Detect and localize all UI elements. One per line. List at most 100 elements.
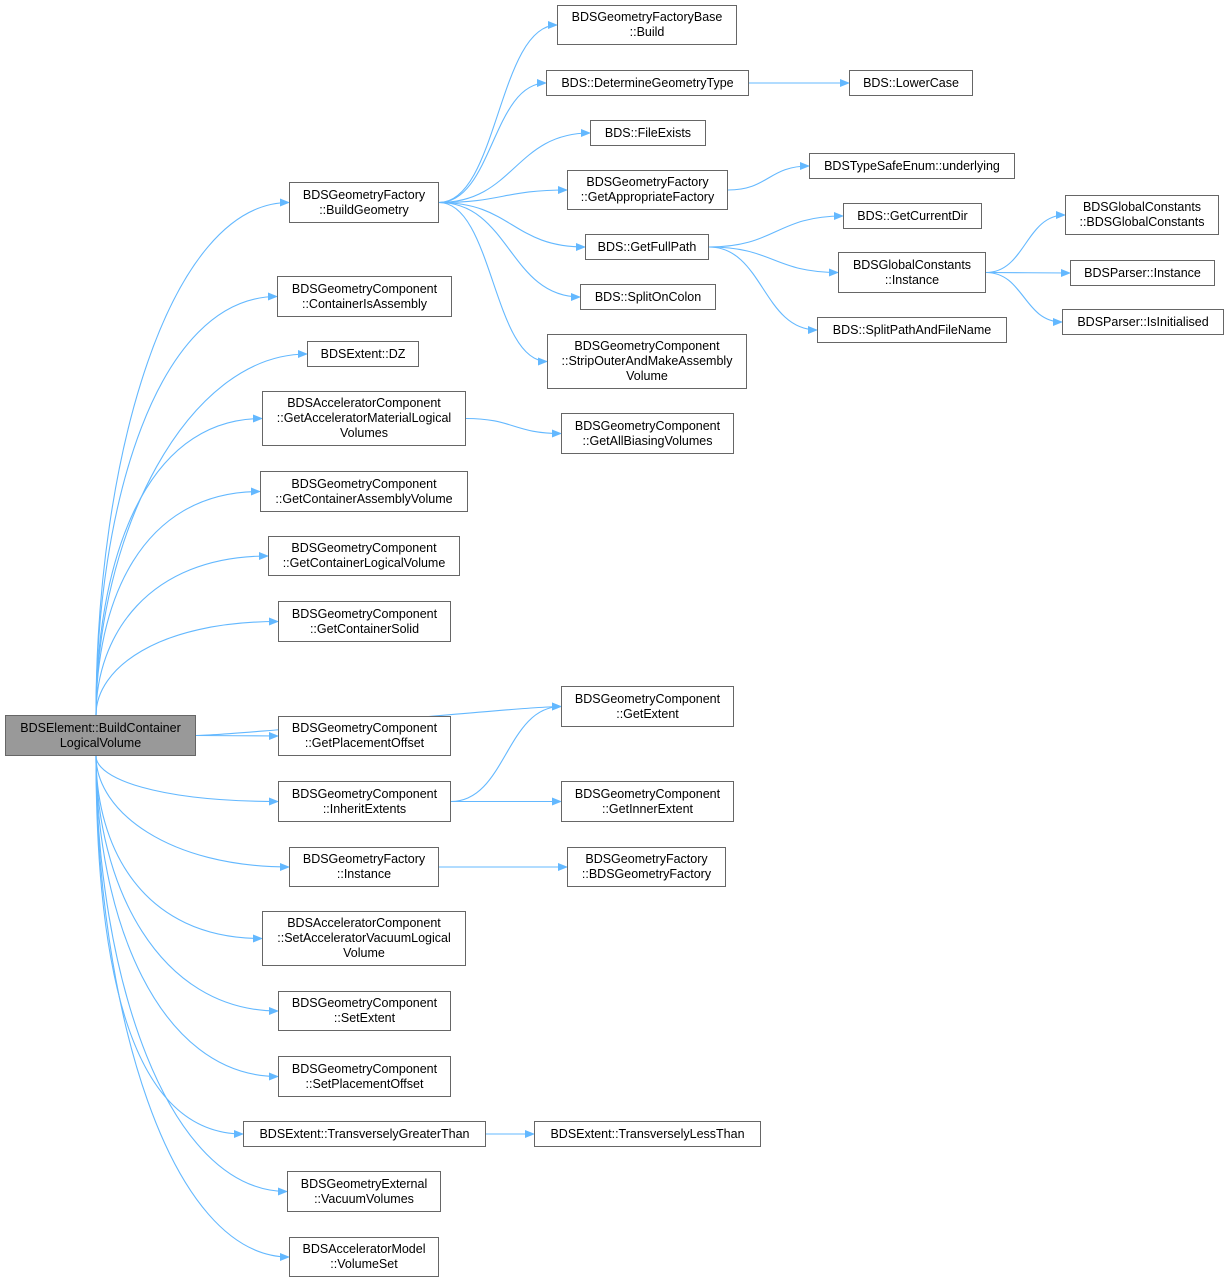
node-label-line: BDSExtent::DZ (320, 346, 406, 361)
node-label-line: BDSGeometryComponent (291, 721, 438, 735)
node-geometrycomponent-setplacementoffset[interactable]: BDSGeometryComponent ::SetPlacementOffse… (278, 1056, 451, 1097)
node-extent-dz[interactable]: BDSExtent::DZ (307, 341, 419, 367)
call-edge (985, 211, 1066, 274)
node-acceleratorcomponent-setacceleratorvacuumlogicalvolume[interactable]: BDSAcceleratorComponent ::SetAccelerator… (262, 911, 466, 966)
call-edge (708, 212, 844, 248)
call-edge (95, 292, 278, 716)
node-label-line: ::SetExtent (333, 1011, 396, 1025)
node-label-line: BDSExtent::TransverselyGreaterThan (259, 1126, 470, 1141)
node-label-line: BDSGeometryFactory (302, 187, 426, 202)
node-label-line: BDSGeometryComponent (291, 476, 437, 491)
call-edge (438, 201, 581, 301)
call-edge (95, 552, 269, 716)
node-label-line: BDSGeometryComponent (574, 418, 721, 433)
node-label-line: Volumes (340, 426, 388, 440)
call-edge (465, 417, 562, 438)
call-edge (438, 79, 547, 204)
node-label-line: ::BDSGeometryFactory (581, 867, 712, 881)
node-geometrycomponent-getplacementoffset[interactable]: BDSGeometryComponent ::GetPlacementOffse… (278, 716, 451, 756)
node-label-line: ::GetContainerAssemblyVolume (275, 491, 453, 506)
node-label-line: BDSGeometryComponent (291, 1061, 438, 1076)
call-edge (450, 702, 562, 803)
node-getfullpath[interactable]: BDS::GetFullPath (585, 234, 709, 260)
node-globalconstants-instance[interactable]: BDSGlobalConstants ::Instance (838, 252, 986, 293)
node-fileexists[interactable]: BDS::FileExists (590, 120, 706, 146)
node-label-line: ::VacuumVolumes (314, 1191, 414, 1206)
node-extent-transverselylessthan[interactable]: BDSExtent::TransverselyLessThan (534, 1121, 761, 1147)
call-edge (438, 186, 568, 204)
node-label-line: ::VolumeSet (330, 1257, 398, 1271)
call-edge (708, 246, 818, 334)
node-root-buildcontainerlogicalvolume: BDSElement::BuildContainer LogicalVolume (5, 715, 196, 756)
node-geometrycomponent-stripouterandmakeassemblyvolume[interactable]: BDSGeometryComponent ::StripOuterAndMake… (547, 334, 747, 389)
node-geometrycomponent-setextent[interactable]: BDSGeometryComponent ::SetExtent (278, 991, 451, 1031)
node-label-line: ::Instance (336, 867, 392, 881)
call-edge (95, 414, 263, 716)
node-geometrycomponent-getextent[interactable]: BDSGeometryComponent ::GetExtent (561, 686, 734, 727)
node-label-line: Volume (626, 369, 668, 383)
node-label-line: BDS::LowerCase (863, 75, 959, 90)
node-geometrycomponent-getcontainerlogicalvolume[interactable]: BDSGeometryComponent ::GetContainerLogic… (268, 536, 460, 576)
node-label-line: BDSExtent::TransverselyLessThan (550, 1126, 745, 1141)
node-label-line: BDSAcceleratorComponent (287, 396, 441, 410)
node-extent-transverselygreaterthan[interactable]: BDSExtent::TransverselyGreaterThan (243, 1121, 486, 1147)
node-geometrycomponent-inheritextents[interactable]: BDSGeometryComponent ::InheritExtents (278, 781, 451, 822)
node-splitpathandfilename[interactable]: BDS::SplitPathAndFileName (817, 317, 1007, 343)
call-edge (95, 755, 244, 1138)
node-label-line: BDSElement::BuildContainer (20, 720, 181, 735)
node-label-line: BDS::DetermineGeometryType (561, 75, 734, 90)
node-determinegeometrytype[interactable]: BDS::DetermineGeometryType (546, 70, 749, 96)
node-geometrycomponent-getcontainerassemblyvolume[interactable]: BDSGeometryComponent ::GetContainerAssem… (260, 471, 468, 512)
call-edge (95, 198, 290, 716)
node-label-line: ::GetAcceleratorMaterialLogical (276, 411, 452, 425)
node-parser-isinitialised[interactable]: BDSParser::IsInitialised (1062, 309, 1224, 335)
node-label-line: ::GetExtent (616, 706, 679, 721)
node-label-line: LogicalVolume (59, 735, 142, 750)
node-label-line: BDSGeometryExternal (300, 1176, 428, 1191)
call-edge (727, 162, 810, 191)
node-geometryexternal-vacuumvolumes[interactable]: BDSGeometryExternal ::VacuumVolumes (287, 1171, 441, 1212)
node-label-line: BDSGlobalConstants (852, 257, 972, 272)
node-geometryfactory-constructor[interactable]: BDSGeometryFactory ::BDSGeometryFactory (567, 847, 726, 887)
node-label-line: ::Build (629, 25, 665, 39)
node-geometrycomponent-containerisassembly[interactable]: BDSGeometryComponent ::ContainerIsAssemb… (277, 276, 452, 317)
node-label-line: BDS::GetCurrentDir (857, 208, 968, 223)
node-acceleratormodel-volumeset[interactable]: BDSAcceleratorModel ::VolumeSet (289, 1237, 439, 1277)
node-label-line: BDS::SplitOnColon (594, 289, 702, 304)
node-geometryfactory-getappropriatefactory[interactable]: BDSGeometryFactory ::GetAppropriateFacto… (567, 170, 728, 210)
node-label-line: BDSGeometryComponent (574, 339, 720, 353)
call-edge (708, 246, 839, 277)
node-geometrycomponent-getinnerextent[interactable]: BDSGeometryComponent ::GetInnerExtent (561, 781, 734, 822)
call-edge (95, 350, 308, 716)
node-acceleratorcomponent-getacceleratormateriallogicalvolumes[interactable]: BDSAcceleratorComponent ::GetAccelerator… (262, 391, 466, 446)
node-getcurrentdir[interactable]: BDS::GetCurrentDir (843, 203, 982, 229)
node-label-line: ::ContainerIsAssembly (301, 296, 428, 311)
node-label-line: BDSGeometryFactoryBase (571, 10, 723, 24)
node-geometrycomponent-getcontainersolid[interactable]: BDSGeometryComponent ::GetContainerSolid (278, 601, 451, 642)
node-lowercase[interactable]: BDS::LowerCase (849, 70, 973, 96)
node-label-line: BDSAcceleratorModel (302, 1242, 426, 1256)
node-geometryfactory-instance[interactable]: BDSGeometryFactory ::Instance (289, 847, 439, 887)
node-label-line: BDSAcceleratorComponent (287, 916, 441, 930)
node-label-line: ::GetContainerLogicalVolume (282, 556, 446, 570)
node-typesafeenum-underlying[interactable]: BDSTypeSafeEnum::underlying (809, 153, 1015, 179)
node-globalconstants-constructor[interactable]: BDSGlobalConstants ::BDSGlobalConstants (1065, 195, 1219, 235)
node-parser-instance[interactable]: BDSParser::Instance (1070, 260, 1215, 286)
node-label-line: ::GetContainerSolid (309, 621, 420, 636)
node-geometryfactory-buildgeometry[interactable]: BDSGeometryFactory ::BuildGeometry (289, 182, 439, 223)
node-label-line: BDSParser::IsInitialised (1077, 314, 1209, 329)
node-geometrycomponent-getallbiasingvolumes[interactable]: BDSGeometryComponent ::GetAllBiasingVolu… (561, 413, 734, 454)
call-edge (95, 617, 279, 716)
call-edge (95, 755, 279, 806)
node-label-line: ::GetAppropriateFactory (580, 190, 715, 204)
node-geometryfactorybase-build[interactable]: BDSGeometryFactoryBase ::Build (557, 5, 737, 45)
node-splitoncolon[interactable]: BDS::SplitOnColon (580, 284, 716, 310)
call-edge (95, 755, 279, 1015)
node-label-line: BDSGeometryComponent (291, 606, 438, 621)
call-edge (95, 755, 290, 1261)
node-label-line: BDSGeometryComponent (291, 281, 438, 296)
call-edge (95, 755, 263, 943)
node-label-line: BDSGeometryComponent (574, 786, 721, 801)
